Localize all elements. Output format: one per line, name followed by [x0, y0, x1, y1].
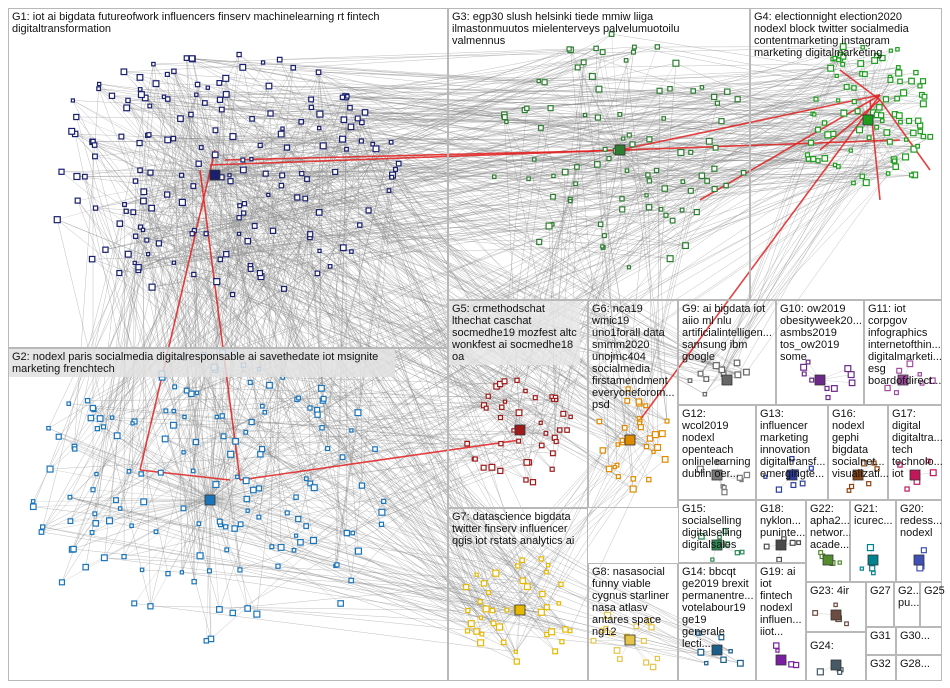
group-label-g8: G8: nasasocial funny viable cygnus starl…	[589, 564, 672, 640]
group-panel-g15: G15: socialselling digitalselling digita…	[678, 500, 756, 563]
group-label-g1: G1: iot ai bigdata futureofwork influenc…	[9, 9, 447, 37]
group-label-g30: G30...	[897, 628, 933, 644]
group-label-g20: G20: redess... nodexl	[897, 501, 945, 541]
group-label-g17: G17: digital digitaltra... tech technolo…	[889, 406, 946, 482]
group-label-g25: G25	[921, 583, 948, 599]
group-label-g19: G19: ai iot fintech nodexl influen... ii…	[757, 564, 805, 640]
group-panel-g13: G13: influencer marketing innovation dig…	[756, 405, 828, 500]
group-panel-g7: G7: datascience bigdata twitter finserv …	[448, 508, 588, 681]
group-panel-g26: G2... pu...	[894, 582, 920, 627]
group-label-g7: G7: datascience bigdata twitter finserv …	[449, 509, 577, 549]
group-label-g10: G10: ow2019 obesityweek20... asmbs2019 t…	[777, 301, 865, 365]
group-label-g9: G9: ai bigdata iot aiio ml nlu artificia…	[679, 301, 775, 365]
group-label-g13: G13: influencer marketing innovation dig…	[757, 406, 828, 482]
group-panel-g18: G18: nyklon... puninte...	[756, 500, 806, 563]
group-label-g15: G15: socialselling digitalselling digita…	[679, 501, 745, 553]
group-label-g23: G23: 4ir	[807, 583, 852, 599]
group-panel-g9: G9: ai bigdata iot aiio ml nlu artificia…	[678, 300, 776, 405]
group-panel-g21: G21: icurec...	[850, 500, 896, 582]
group-panel-g30: G30...	[896, 627, 942, 655]
group-panel-g25: G25	[920, 582, 942, 627]
group-panel-g22: G22: apha2... networ... acade...	[806, 500, 850, 582]
group-panel-g31: G31	[866, 627, 896, 655]
group-panel-g23: G23: 4ir	[806, 582, 866, 632]
group-panel-g28: G28...	[896, 655, 942, 681]
group-panel-g2: G2: nodexl paris socialmedia digitalresp…	[8, 348, 448, 681]
group-panel-g16: G16: nodexl gephi bigdata socialnet... v…	[828, 405, 888, 500]
group-label-g28: G28...	[897, 656, 933, 672]
group-label-g32: G32	[867, 656, 894, 672]
group-label-g12: G12: wcol2019 nodexl openteach onlinelea…	[679, 406, 754, 482]
group-panel-g11: G11: iot corpgov infographics internetof…	[864, 300, 942, 405]
group-label-g5: G5: crmethodschat lthechat caschat socme…	[449, 301, 580, 365]
group-panel-g20: G20: redess... nodexl	[896, 500, 942, 582]
group-panel-g17: G17: digital digitaltra... tech technolo…	[888, 405, 942, 500]
group-panel-g1: G1: iot ai bigdata futureofwork influenc…	[8, 8, 448, 348]
group-label-g21: G21: icurec...	[851, 501, 896, 529]
group-panel-g6: G6: nca19 wmic19 uno1forall data smmm202…	[588, 300, 678, 508]
group-label-g6: G6: nca19 wmic19 uno1forall data smmm202…	[589, 301, 678, 413]
group-label-g11: G11: iot corpgov infographics internetof…	[865, 301, 945, 389]
group-panel-g3: G3: egp30 slush helsinki tiede mmiw liig…	[448, 8, 750, 300]
group-label-g22: G22: apha2... networ... acade...	[807, 501, 855, 553]
group-label-g2: G2: nodexl paris socialmedia digitalresp…	[9, 349, 395, 377]
group-label-g4: G4: electionnight election2020 nodexl bl…	[751, 9, 912, 61]
group-panel-g4: G4: electionnight election2020 nodexl bl…	[750, 8, 942, 300]
group-label-g3: G3: egp30 slush helsinki tiede mmiw liig…	[449, 9, 682, 49]
group-panel-g14: G14: bbcqt ge2019 brexit permanentre... …	[678, 563, 756, 681]
group-label-g27: G27	[867, 583, 894, 599]
group-label-g31: G31	[867, 628, 894, 644]
group-panel-g32: G32	[866, 655, 896, 681]
group-panel-g5: G5: crmethodschat lthechat caschat socme…	[448, 300, 588, 508]
group-label-g14: G14: bbcqt ge2019 brexit permanentre... …	[679, 564, 757, 652]
group-panel-g24: G24:	[806, 632, 866, 681]
group-label-g18: G18: nyklon... puninte...	[757, 501, 808, 541]
group-panel-g19: G19: ai iot fintech nodexl influen... ii…	[756, 563, 806, 681]
group-panel-g8: G8: nasasocial funny viable cygnus starl…	[588, 563, 678, 681]
group-label-g24: G24:	[807, 638, 837, 654]
group-panel-g27: G27	[866, 582, 894, 627]
group-label-g16: G16: nodexl gephi bigdata socialnet... v…	[829, 406, 892, 482]
group-panel-g12: G12: wcol2019 nodexl openteach onlinelea…	[678, 405, 756, 500]
group-panel-g10: G10: ow2019 obesityweek20... asmbs2019 t…	[776, 300, 864, 405]
